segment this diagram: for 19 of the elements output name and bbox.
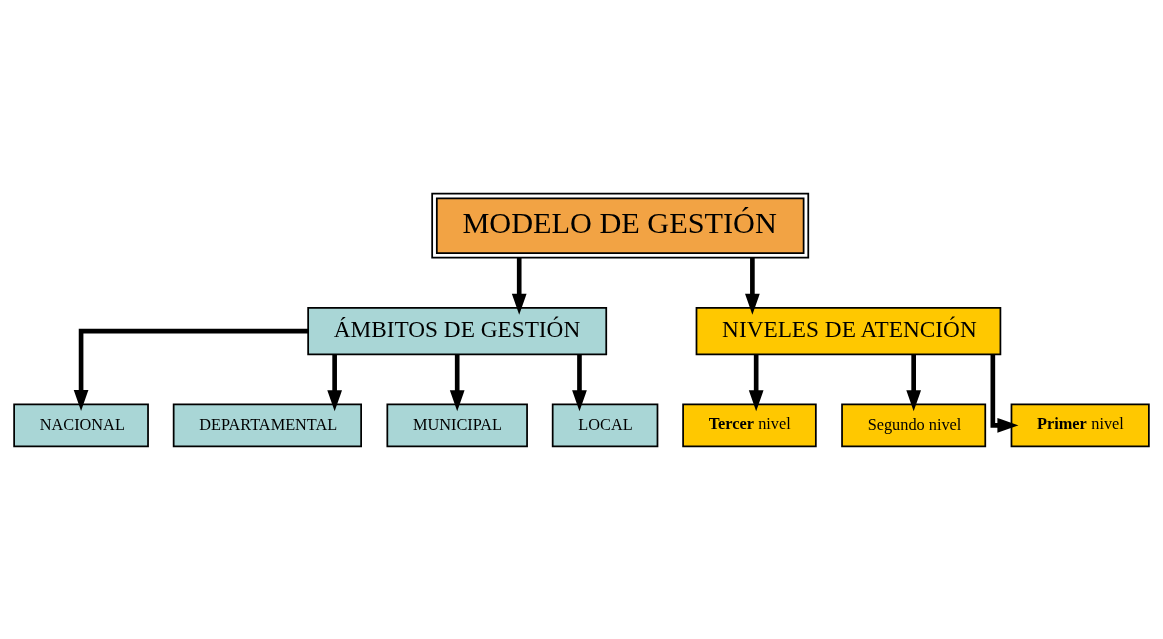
node-box: Tercer nivel: [682, 403, 817, 447]
node-box: MUNICIPAL: [386, 403, 528, 447]
arrow: [990, 353, 1019, 433]
node-box: MODELO DE GESTIÓN: [431, 192, 810, 259]
arrow: [745, 257, 760, 315]
node-box: LOCAL: [551, 403, 659, 447]
arrow: [572, 353, 587, 411]
node-box: NIVELES DE ATENCIÓN: [695, 306, 1002, 355]
node-box: Segundo nivel: [841, 403, 987, 447]
node-box: NACIONAL: [13, 403, 149, 447]
arrow: [748, 353, 764, 411]
arrow: [449, 353, 465, 411]
arrow: [511, 257, 527, 315]
node-box: DEPARTAMENTAL: [172, 403, 362, 447]
node-box: ÁMBITOS DE GESTIÓN: [307, 306, 608, 355]
node-box: Primer nivel: [1010, 403, 1150, 447]
arrow: [906, 353, 921, 411]
arrow: [73, 328, 308, 411]
arrow: [327, 353, 342, 411]
